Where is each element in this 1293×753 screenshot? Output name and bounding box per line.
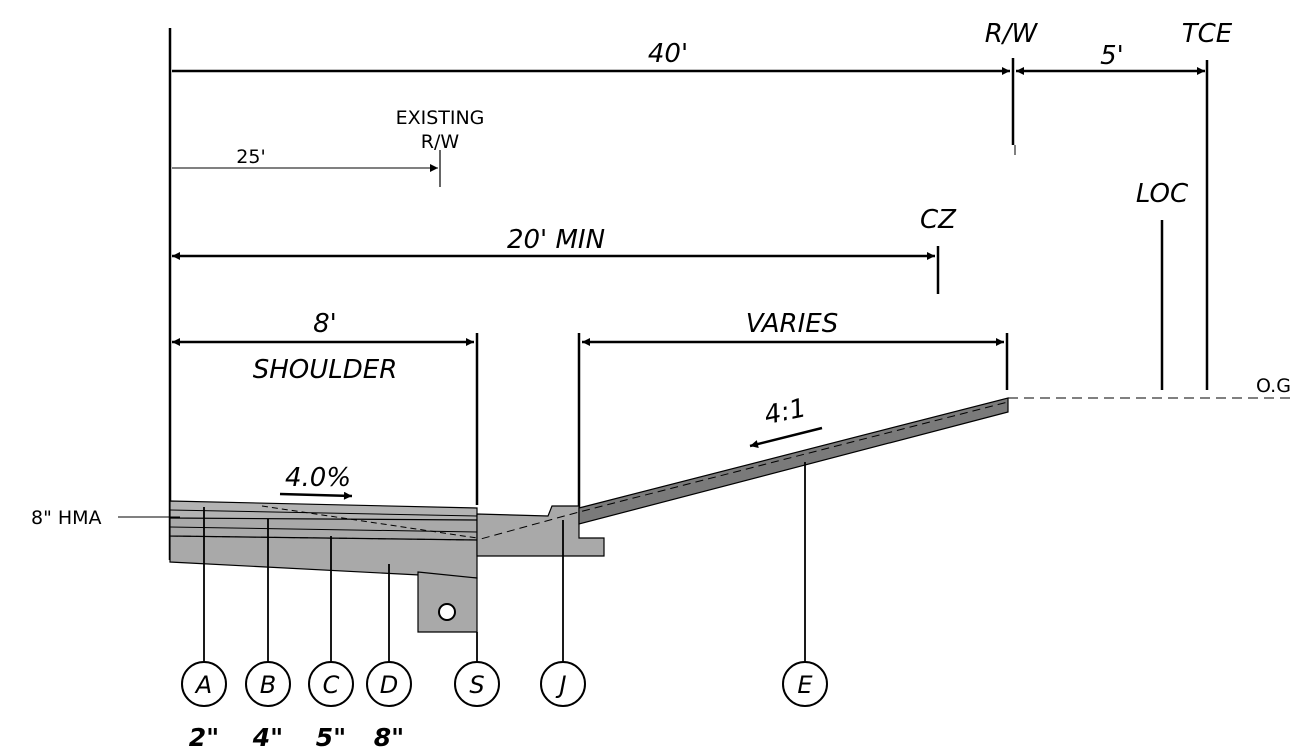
hma-label: 8" HMA [31, 507, 102, 529]
callout-a: A 2" [181, 661, 227, 752]
svg-text:E: E [797, 671, 813, 699]
existing-rw-label-2: R/W [421, 131, 460, 153]
shoulder-slope-text: 4.0% [285, 463, 351, 493]
drain-pipe [438, 603, 456, 621]
svg-text:D: D [380, 671, 398, 699]
tce-label: TCE [1182, 19, 1233, 49]
og-label: O.G [1256, 375, 1291, 397]
varies-label: VARIES [746, 309, 838, 339]
existing-rw-label-1: EXISTING [396, 107, 485, 129]
edge-drain [417, 571, 478, 633]
svg-text:2": 2" [189, 723, 219, 752]
cz-label: CZ [920, 205, 957, 235]
callout-j: J [540, 661, 586, 707]
svg-text:C: C [323, 671, 340, 699]
shoulder-slope-arrow [279, 491, 353, 500]
pavement-section [169, 397, 1009, 633]
foreslope-text: 4:1 [762, 393, 809, 431]
svg-text:J: J [555, 671, 566, 699]
loc-label: LOC [1136, 179, 1189, 209]
callout-s: S [454, 661, 500, 707]
svg-text:4": 4" [252, 723, 283, 752]
callout-c: C 5" [308, 661, 354, 752]
svg-text:S: S [469, 671, 484, 699]
svg-text:B: B [260, 671, 276, 699]
foreslope-arrow [749, 426, 823, 448]
row-width-text: 40' [648, 39, 688, 69]
svg-text:A: A [194, 671, 212, 699]
existing-rw-dist-text: 25' [236, 146, 265, 168]
rw-label: R/W [985, 19, 1039, 49]
callout-b: B 4" [245, 661, 291, 752]
callout-e: E [782, 661, 828, 707]
shoulder-label: SHOULDER [253, 355, 398, 385]
callout-d: D 8" [366, 661, 412, 752]
clear-zone-text: 20' MIN [507, 225, 605, 255]
svg-text:5": 5" [316, 723, 346, 752]
shoulder-width-text: 8' [313, 309, 337, 339]
tce-width-text: 5' [1100, 41, 1124, 71]
joint-block [476, 505, 605, 557]
svg-text:8": 8" [374, 723, 404, 752]
